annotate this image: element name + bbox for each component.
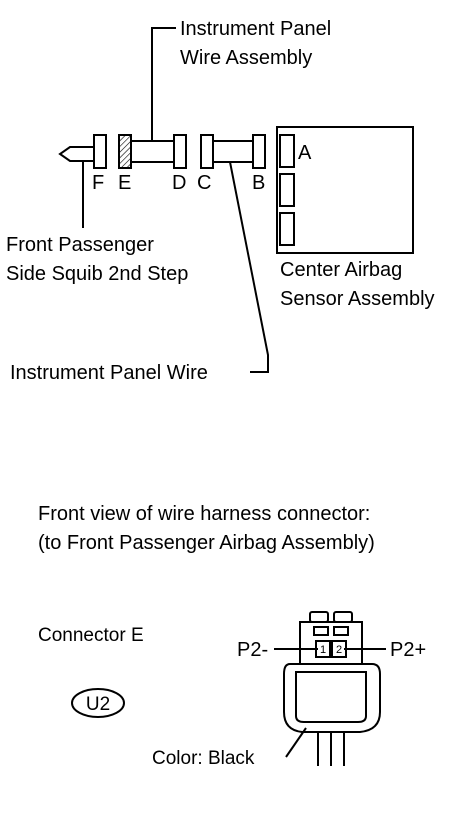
connector-color-label: Color: Black	[152, 748, 255, 769]
connector-letter-b: B	[252, 172, 265, 194]
connector-letter-c: C	[197, 172, 211, 194]
connector-letter-e: E	[118, 172, 131, 194]
color-leader	[285, 727, 307, 758]
front-view-caption-line1: Front view of wire harness connector:	[38, 503, 370, 525]
connector-f	[93, 134, 107, 169]
connector-d	[173, 134, 187, 169]
ip-wire-assembly-body	[131, 140, 174, 163]
connector-letter-d: D	[172, 172, 186, 194]
upper-diagram	[58, 27, 414, 373]
label-center-airbag-line1: Center Airbag	[280, 259, 402, 281]
leader-line-ip-wire	[229, 161, 269, 373]
connector-code: U2	[86, 694, 110, 715]
pin-right-label: P2+	[390, 639, 426, 661]
connector-e-front-view	[283, 611, 381, 766]
label-front-passenger-line1: Front Passenger	[6, 234, 154, 256]
sensor-port-2	[279, 173, 295, 207]
center-airbag-sensor-box	[276, 126, 414, 254]
connector-e	[118, 134, 132, 169]
label-front-passenger-line2: Side Squib 2nd Step	[6, 263, 188, 285]
sensor-port-a	[279, 134, 295, 168]
leader-line-ip-wire-assembly	[151, 27, 176, 141]
label-center-airbag-line2: Sensor Assembly	[280, 288, 435, 310]
connector-code-oval	[71, 688, 125, 718]
connector-b	[252, 134, 266, 169]
pin-2-number: 2	[336, 644, 342, 656]
sensor-port-3	[279, 212, 295, 246]
connector-letter-f: F	[92, 172, 104, 194]
connector-c	[200, 134, 214, 169]
squib-wire-end	[58, 146, 94, 162]
ip-wire-body	[213, 140, 253, 163]
label-ip-wire: Instrument Panel Wire	[10, 362, 208, 384]
connector-e-title: Connector E	[38, 625, 144, 646]
pin-left-label: P2-	[237, 639, 268, 661]
front-view-caption-line2: (to Front Passenger Airbag Assembly)	[38, 532, 375, 554]
pin-1-number: 1	[320, 644, 326, 656]
label-ip-wire-assembly-line2: Wire Assembly	[180, 47, 312, 69]
label-ip-wire-assembly-line1: Instrument Panel	[180, 18, 331, 40]
connector-letter-a: A	[298, 142, 312, 164]
